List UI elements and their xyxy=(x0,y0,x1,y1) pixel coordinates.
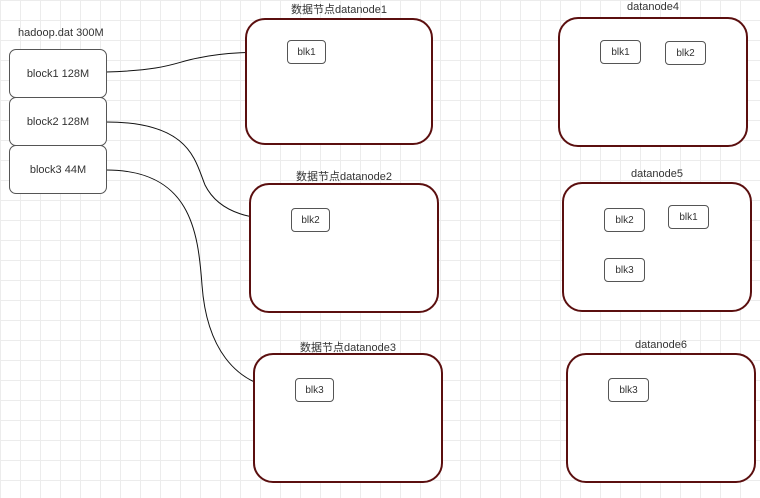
datanode1-box[interactable] xyxy=(245,18,433,145)
datanode2-title: 数据节点datanode2 xyxy=(296,171,392,183)
datanode2-box[interactable] xyxy=(249,183,439,313)
datanode3-box[interactable] xyxy=(253,353,443,483)
datanode4-title: datanode4 xyxy=(627,1,679,13)
datanode4-blk1[interactable]: blk1 xyxy=(600,40,641,64)
block3-box[interactable]: block3 44M xyxy=(9,145,107,194)
datanode3-blk3[interactable]: blk3 xyxy=(295,378,334,402)
datanode6-blk3[interactable]: blk3 xyxy=(608,378,649,402)
datanode6-box[interactable] xyxy=(566,353,756,483)
block2-box[interactable]: block2 128M xyxy=(9,97,107,146)
datanode1-blk1[interactable]: blk1 xyxy=(287,40,326,64)
datanode2-blk2[interactable]: blk2 xyxy=(291,208,330,232)
datanode5-blk1[interactable]: blk1 xyxy=(668,205,709,229)
datanode5-box[interactable] xyxy=(562,182,752,312)
datanode6-title: datanode6 xyxy=(635,339,687,351)
datanode4-blk2[interactable]: blk2 xyxy=(665,41,706,65)
datanode3-title: 数据节点datanode3 xyxy=(300,342,396,354)
block1-box[interactable]: block1 128M xyxy=(9,49,107,98)
datanode5-title: datanode5 xyxy=(631,168,683,180)
datanode5-blk3[interactable]: blk3 xyxy=(604,258,645,282)
datanode1-title: 数据节点datanode1 xyxy=(291,4,387,16)
datanode5-blk2[interactable]: blk2 xyxy=(604,208,645,232)
datanode4-box[interactable] xyxy=(558,17,748,147)
file-label: hadoop.dat 300M xyxy=(18,27,104,39)
arrow-block3-to-datanode3 xyxy=(105,169,295,394)
